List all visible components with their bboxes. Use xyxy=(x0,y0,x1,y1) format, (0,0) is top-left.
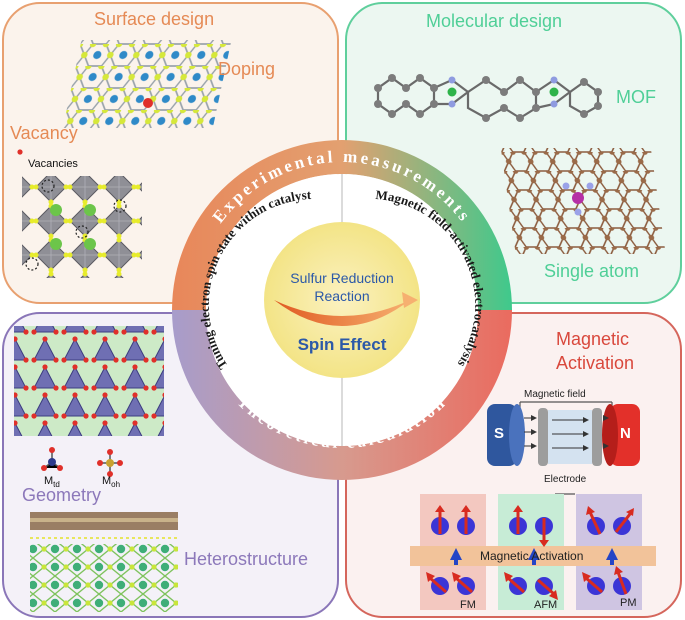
mof-label: MOF xyxy=(616,87,656,107)
mtd-main: M xyxy=(44,475,54,487)
moh-main: M xyxy=(102,475,112,487)
surface-design-title: Surface design xyxy=(94,9,215,29)
north-pole-label: N xyxy=(620,425,631,442)
mtd-sub: td xyxy=(53,480,60,490)
vacancies-label: Vacancies xyxy=(28,158,78,170)
reaction-label-line2: Reaction xyxy=(314,288,370,304)
magnetic-field-label: Magnetic field xyxy=(522,389,588,400)
afm-label: AFM xyxy=(534,599,558,611)
molecular-design-title: Molecular design xyxy=(426,11,563,31)
spin-illustrations xyxy=(426,505,634,600)
spin-effect-label: Spin Effect xyxy=(297,335,387,354)
reaction-label-line1: Sulfur Reduction xyxy=(290,270,394,286)
magnetic-activation-bar-label: Magnetic Activation xyxy=(480,549,584,563)
moh-label: Moh xyxy=(102,476,120,489)
heterostructure-label: Heterostructure xyxy=(184,549,309,569)
fm-label: FM xyxy=(460,599,476,611)
geometry-title: Geometry xyxy=(22,485,102,505)
south-pole-label: S xyxy=(494,425,505,442)
magnetic-title-line2: Activation xyxy=(556,353,635,373)
pm-label: PM xyxy=(620,597,637,609)
vacancy-label: Vacancy xyxy=(10,123,78,143)
doping-label: Doping xyxy=(218,59,276,79)
electrode-label: Electrode xyxy=(544,474,587,485)
magnetic-title-line1: Magnetic xyxy=(556,329,630,349)
moh-sub: oh xyxy=(111,480,121,490)
single-atom-label: Single atom xyxy=(544,261,640,281)
mtd-label: Mtd xyxy=(44,476,60,489)
